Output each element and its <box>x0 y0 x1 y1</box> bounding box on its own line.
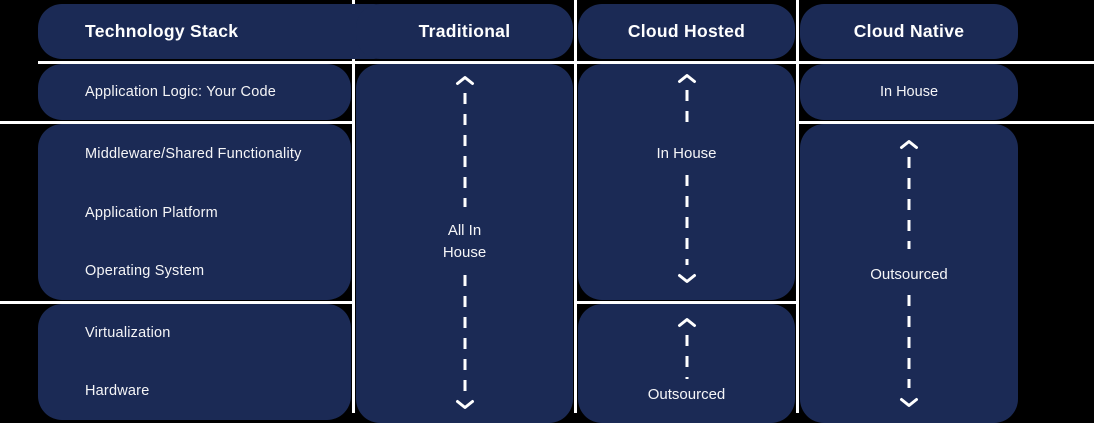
cloud-hosted-outsourced-label: Outsourced <box>647 386 726 403</box>
dashed-connector <box>463 93 466 207</box>
cloud-hosted-outsourced-section: Outsourced <box>578 304 795 423</box>
chevron-up-icon <box>677 74 696 83</box>
chevron-up-icon <box>677 318 696 327</box>
row-application-logic-label: Application Logic: Your Code <box>85 84 277 100</box>
traditional-span-section: All In House <box>356 64 573 423</box>
dashed-connector <box>685 90 688 126</box>
chevron-up-icon <box>455 76 474 85</box>
dashed-connector <box>685 175 688 265</box>
chevron-down-icon <box>677 274 696 283</box>
chevron-down-icon <box>455 400 474 409</box>
row-divider-app-logic-left <box>0 121 355 124</box>
row-group-platform: Middleware/Shared Functionality Applicat… <box>38 124 351 300</box>
row-divider-os-left <box>0 301 355 304</box>
header-technology-stack-label: Technology Stack <box>85 21 239 41</box>
header-cloud-native-label: Cloud Native <box>853 21 965 41</box>
row-group-infrastructure: Virtualization Hardware <box>38 304 351 420</box>
cloud-native-outsourced-section: Outsourced <box>800 124 1018 423</box>
row-divider-app-logic-right <box>796 121 1094 124</box>
header-cloud-hosted: Cloud Hosted <box>578 4 795 59</box>
cloud-hosted-in-house-section: In House <box>578 64 795 300</box>
traditional-span-label: All In House <box>356 220 573 264</box>
column-divider-2 <box>574 0 577 413</box>
header-cloud-hosted-label: Cloud Hosted <box>627 21 746 41</box>
cloud-native-outsourced-label: Outsourced <box>870 266 948 283</box>
header-cloud-native: Cloud Native <box>800 4 1018 59</box>
cloud-native-in-house-section: In House <box>800 64 1018 120</box>
chevron-up-icon <box>900 140 918 149</box>
traditional-span-label-line2: House <box>442 244 487 261</box>
column-divider-3 <box>796 0 799 413</box>
dashed-connector <box>907 157 911 249</box>
cloud-hosted-in-house-label: In House <box>656 145 717 162</box>
column-divider-1 <box>352 0 355 413</box>
row-operating-system-label: Operating System <box>85 263 205 279</box>
chevron-down-icon <box>900 398 918 407</box>
row-middleware-label: Middleware/Shared Functionality <box>85 145 302 162</box>
traditional-span-label-line1: All In <box>447 222 482 239</box>
row-virtualization-label: Virtualization <box>85 325 171 341</box>
header-divider-line <box>38 61 1094 64</box>
dashed-connector <box>685 335 688 379</box>
row-application-logic: Application Logic: Your Code <box>38 64 351 120</box>
row-application-platform-label: Application Platform <box>85 204 218 221</box>
header-technology-stack: Technology Stack <box>38 4 398 59</box>
dashed-connector <box>907 295 911 388</box>
dashed-connector <box>463 275 466 395</box>
header-traditional: Traditional <box>356 4 573 59</box>
row-divider-os-mid <box>574 301 799 304</box>
row-hardware-label: Hardware <box>85 383 150 399</box>
cloud-native-in-house-label: In House <box>879 84 939 100</box>
header-traditional-label: Traditional <box>418 21 511 41</box>
